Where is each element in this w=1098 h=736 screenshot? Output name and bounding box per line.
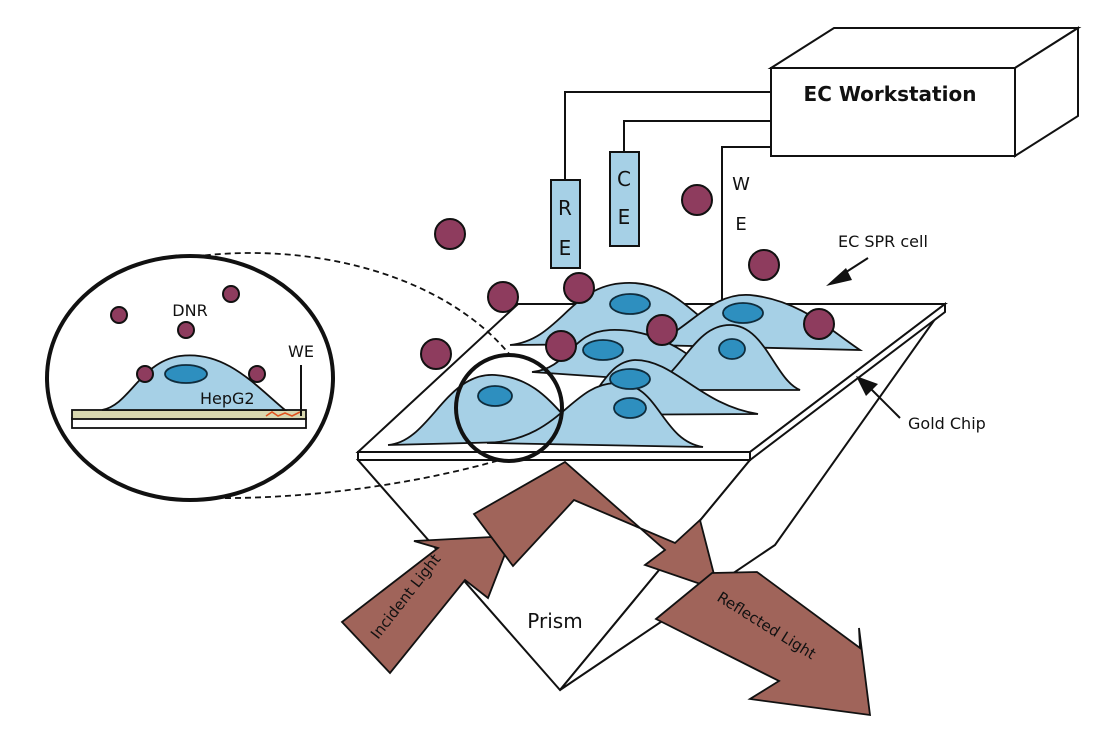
- gold-chip-arrowhead: [856, 376, 878, 396]
- inset-magnified-view: HepG2 WE DNR: [45, 252, 511, 502]
- inset-nucleus: [164, 364, 208, 384]
- dnr-particle: [748, 249, 780, 281]
- inset-dnr-particle: [248, 365, 266, 383]
- zoom-line-bottom: [204, 459, 501, 500]
- dnr-particle: [681, 184, 713, 216]
- ec-workstation: EC Workstation: [767, 26, 1082, 158]
- inset-dnr-particle: [222, 285, 240, 303]
- re-wire: [564, 91, 771, 180]
- inset-we-trace: [265, 411, 301, 417]
- ce-letter-e: E: [618, 205, 631, 229]
- zoom-line-top: [184, 252, 511, 356]
- nucleus: [609, 368, 651, 390]
- inset-we-label: WE: [288, 342, 314, 361]
- ce-wire: [623, 120, 771, 152]
- workstation-front-face: [770, 67, 1016, 157]
- incident-light-arrow: [340, 535, 514, 675]
- dnr-particle: [487, 281, 519, 313]
- ce-body: [609, 151, 640, 247]
- prism-label: Prism: [527, 609, 582, 633]
- dnr-particle: [803, 308, 835, 340]
- nucleus: [722, 302, 764, 324]
- nucleus: [718, 338, 746, 360]
- re-letter-r: R: [558, 196, 572, 220]
- re-letter-e: E: [559, 236, 572, 260]
- nucleus: [477, 385, 513, 407]
- dnr-particle: [563, 272, 595, 304]
- we-wire: [721, 146, 771, 302]
- inset-dnr-particle: [136, 365, 154, 383]
- gold-chip-label: Gold Chip: [908, 414, 986, 433]
- ec-spr-cell-label: EC SPR cell: [838, 232, 928, 251]
- ec-spr-cell-arrowhead: [826, 268, 852, 286]
- inset-hepg2-label: HepG2: [200, 389, 255, 408]
- dnr-particle: [434, 218, 466, 250]
- workstation-label: EC Workstation: [804, 82, 977, 106]
- dnr-particle: [646, 314, 678, 346]
- inset-dnr-label: DNR: [172, 301, 207, 320]
- internal-light-path: [472, 460, 720, 592]
- ce-letter-c: C: [617, 167, 631, 191]
- chip-side-edge: [749, 301, 946, 463]
- hepg2-cells: [387, 282, 864, 448]
- working-electrode-label: W E: [732, 174, 750, 235]
- chip-front-edge: [357, 451, 751, 461]
- nucleus: [613, 397, 647, 419]
- we-letter-e: E: [735, 214, 746, 235]
- reflected-light-arrow: [654, 571, 872, 717]
- re-body: [550, 179, 581, 269]
- dnr-particle: [420, 338, 452, 370]
- dnr-particle: [545, 330, 577, 362]
- reference-electrode: R E: [550, 179, 581, 269]
- dnr-particles: [420, 184, 835, 370]
- electrode-wires: [564, 91, 771, 302]
- nucleus: [582, 339, 624, 361]
- inset-gold-layer: [71, 409, 307, 420]
- gold-chip-pointer-line: [869, 387, 901, 419]
- nucleus: [609, 293, 651, 315]
- inset-dnr-particle: [177, 321, 195, 339]
- inset-dnr-particle: [110, 306, 128, 324]
- counter-electrode: C E: [609, 151, 640, 247]
- we-letter-w: W: [732, 174, 750, 195]
